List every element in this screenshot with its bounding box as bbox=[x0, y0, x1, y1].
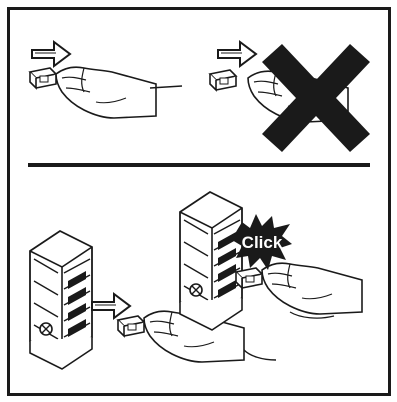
hand-icon-4 bbox=[262, 263, 362, 314]
click-label: Click bbox=[242, 233, 283, 252]
connector-plug bbox=[30, 68, 56, 88]
terminal-block-right bbox=[180, 192, 242, 330]
panel-divider bbox=[28, 163, 370, 167]
hand-icon bbox=[56, 67, 156, 118]
connector-plug-4 bbox=[236, 268, 262, 288]
connector-plug-2 bbox=[210, 70, 236, 90]
bottom-right-assembly: Click bbox=[180, 192, 362, 330]
top-left-step bbox=[30, 42, 182, 118]
top-right-step bbox=[210, 42, 370, 152]
arrow-right-icon bbox=[32, 42, 70, 66]
terminal-block-left bbox=[30, 231, 92, 369]
connector-plug-3 bbox=[118, 316, 144, 336]
arrow-insert-icon bbox=[92, 294, 130, 318]
arrow-right-icon-2 bbox=[218, 42, 256, 66]
